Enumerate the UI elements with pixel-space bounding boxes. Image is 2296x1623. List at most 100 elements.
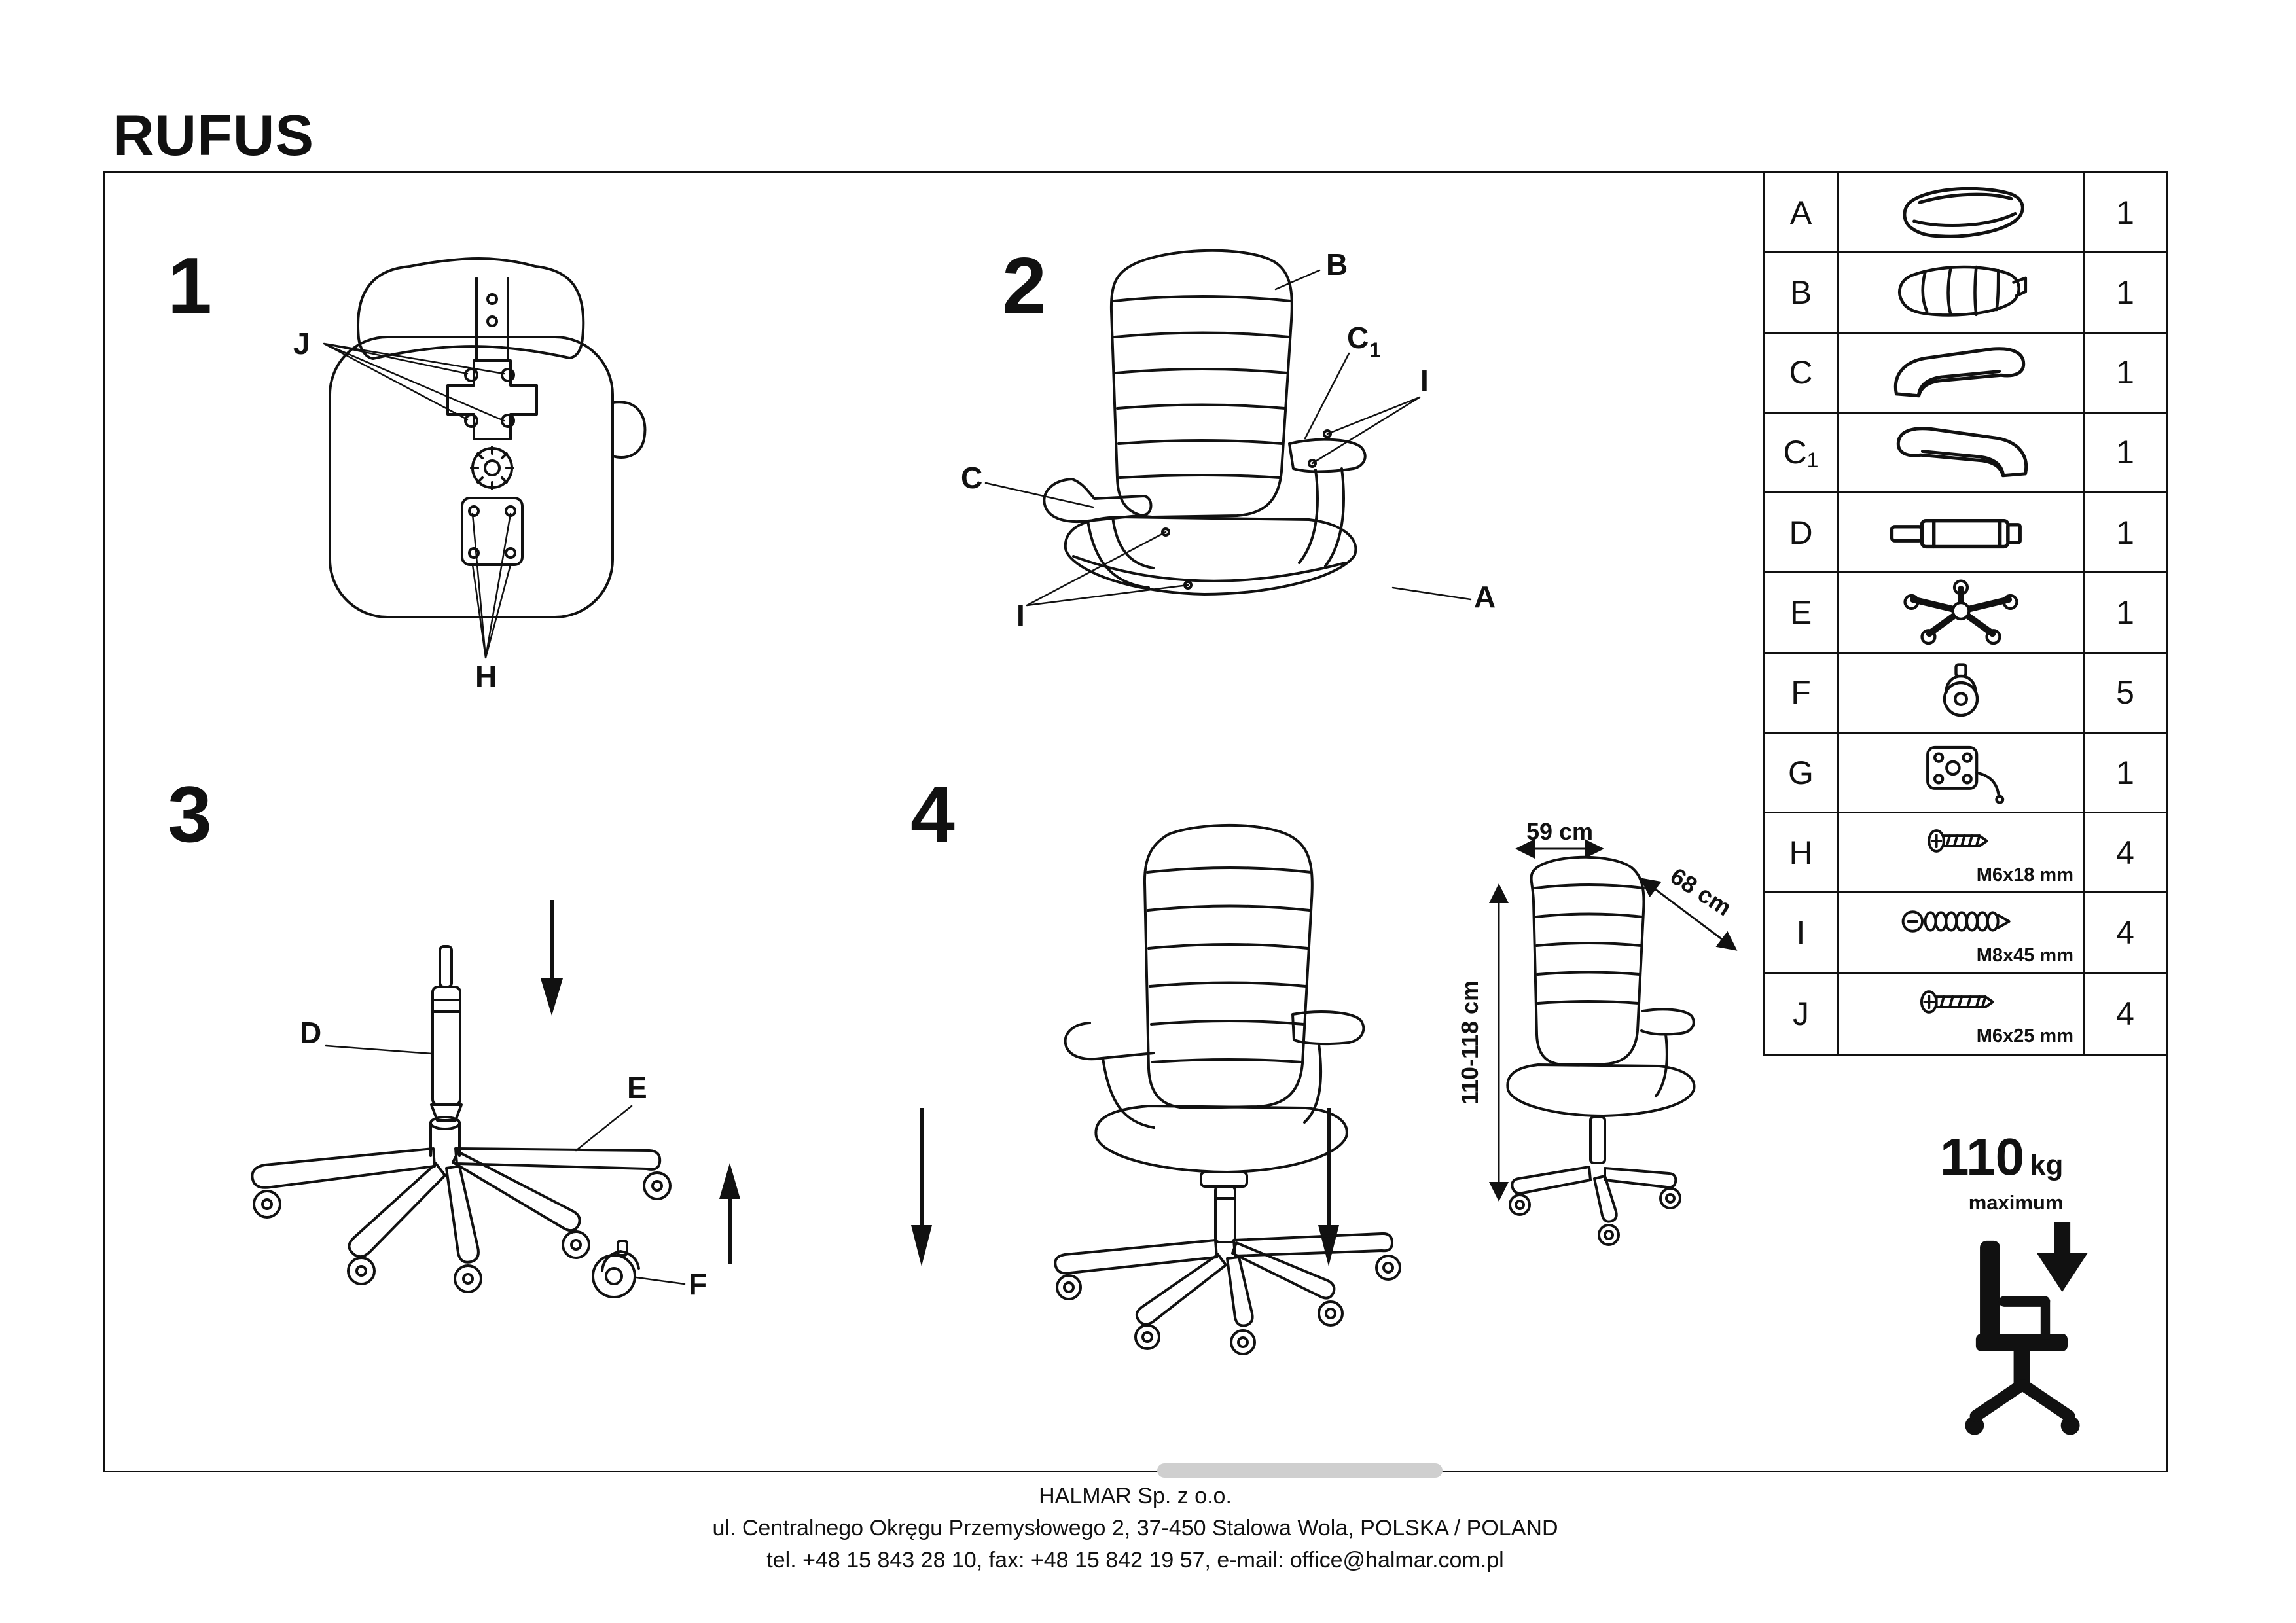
part-qty-C: 1 <box>2085 334 2166 414</box>
footer: HALMAR Sp. z o.o. ul. Centralnego Okręgu… <box>103 1480 2168 1577</box>
step-3-number: 3 <box>168 770 212 859</box>
caster-icon <box>1943 663 1979 717</box>
part-image-I: M8x45 mm <box>1839 893 2085 974</box>
callout-J: J <box>293 327 310 361</box>
part-spec-I: M8x45 mm <box>1976 944 2073 966</box>
down-arrow <box>541 900 563 1016</box>
callout-B: B <box>1326 247 1348 281</box>
callout-C1-sub: 1 <box>1369 338 1381 362</box>
weight-value: 110 <box>1940 1128 2025 1186</box>
step1-callout-lines <box>323 342 512 659</box>
part-id-I: I <box>1765 893 1839 974</box>
seat-underside-drawing <box>329 257 647 618</box>
callout-I-right: I <box>1420 364 1429 398</box>
footer-contacts: tel. +48 15 843 28 10, fax: +48 15 842 1… <box>766 1548 1504 1573</box>
armrest-mirrored-icon <box>1896 427 2028 478</box>
part-spec-J: M6x25 mm <box>1976 1026 2073 1047</box>
parts-table: A 1 B <box>1763 171 2168 1056</box>
bolt-icon <box>1901 910 2011 933</box>
part-qty-J: 4 <box>2116 995 2134 1032</box>
five-star-base-drawing <box>251 1116 672 1293</box>
screw-icon <box>1927 829 1988 853</box>
callout-E: E <box>627 1071 647 1105</box>
down-arrow-right <box>1318 1108 1339 1266</box>
part-image-G <box>1839 733 2085 814</box>
backrest-icon <box>1897 265 2027 317</box>
part-qty-A: 1 <box>2085 173 2166 254</box>
document-title: RUFUS <box>113 103 315 168</box>
five-star-base-icon <box>1903 579 2018 645</box>
part-qty-D: 1 <box>2085 493 2166 574</box>
part-id-H: H <box>1765 813 1839 894</box>
gas-lift-drawing <box>430 945 463 1122</box>
part-qty-E: 1 <box>2085 573 2166 654</box>
part-image-A <box>1839 173 2085 254</box>
callout-C: C <box>961 461 982 495</box>
part-qty-C1: 1 <box>2085 414 2166 494</box>
step3-diagram: D E F <box>251 900 740 1301</box>
part-id-D: D <box>1765 493 1839 574</box>
step-2-number: 2 <box>1002 241 1047 330</box>
screw-icon <box>1920 990 1994 1014</box>
part-image-H: M6x18 mm <box>1839 813 2085 894</box>
callout-H: H <box>475 659 497 693</box>
part-qty-F: 5 <box>2085 654 2166 734</box>
dimensions-diagram: 59 cm 110-118 cm 68 cm <box>1456 818 1738 1246</box>
footer-address: ul. Centralnego Okręgu Przemysłowego 2, … <box>712 1516 1558 1541</box>
part-id-A: A <box>1765 173 1839 254</box>
part-id-E: E <box>1765 573 1839 654</box>
step2-callout-lines <box>984 269 1472 607</box>
part-image-B <box>1839 253 2085 334</box>
callout-I-left: I <box>1016 598 1025 632</box>
part-image-C1 <box>1839 413 2085 494</box>
step1-diagram: J H <box>293 257 647 693</box>
part-id-C: C <box>1765 333 1839 414</box>
horizontal-scrollbar[interactable] <box>1157 1463 1443 1478</box>
part-image-D <box>1839 493 2085 574</box>
armrest-icon <box>1893 347 2025 398</box>
part-qty-G: 1 <box>2085 734 2166 814</box>
part-id-B: B <box>1765 253 1839 334</box>
weight-maximum-label: maximum <box>1968 1191 2064 1214</box>
callout-F: F <box>689 1267 707 1301</box>
single-caster-drawing <box>592 1240 640 1298</box>
instruction-sheet-frame: 1 2 3 4 <box>103 171 2168 1472</box>
part-id-F: F <box>1765 653 1839 734</box>
step3-callout-lines <box>325 1044 686 1285</box>
tilt-mechanism-icon <box>1926 745 2004 804</box>
seat-icon <box>1902 187 2024 238</box>
down-arrow-left <box>911 1108 932 1266</box>
part-qty-I: 4 <box>2085 893 2166 974</box>
height-dimension: 110-118 cm <box>1456 980 1483 1105</box>
part-qty-B: 1 <box>2085 253 2166 334</box>
part-image-F <box>1839 653 2085 734</box>
weight-unit: kg <box>2030 1149 2064 1181</box>
part-id-G: G <box>1765 733 1839 814</box>
step-1-number: 1 <box>168 241 212 330</box>
part-image-C <box>1839 333 2085 414</box>
step-4-number: 4 <box>910 770 955 859</box>
part-spec-H: M6x18 mm <box>1976 865 2073 886</box>
dimension-arrows <box>1489 839 1738 1202</box>
gas-lift-icon <box>1890 518 2022 548</box>
callout-A: A <box>1474 580 1496 614</box>
width-dimension: 59 cm <box>1526 818 1593 845</box>
step4-diagram <box>911 823 1401 1355</box>
chair-drawing <box>1043 249 1367 596</box>
dimension-chair-drawing <box>1506 855 1696 1246</box>
part-image-E <box>1839 573 2085 654</box>
step2-diagram: B C 1 I C I A <box>961 247 1496 632</box>
callout-C1-base: C <box>1347 321 1369 355</box>
assembled-chair-drawing <box>1054 823 1401 1355</box>
footer-company: HALMAR Sp. z o.o. <box>1039 1484 1232 1508</box>
part-qty-H: 4 <box>2085 813 2166 894</box>
part-image-J: M6x25 mm <box>1839 973 2085 1054</box>
part-id-J: J <box>1765 973 1839 1054</box>
chair-weight-pictogram <box>1965 1222 2088 1435</box>
callout-D: D <box>300 1016 321 1050</box>
depth-dimension: 68 cm <box>1666 863 1736 921</box>
